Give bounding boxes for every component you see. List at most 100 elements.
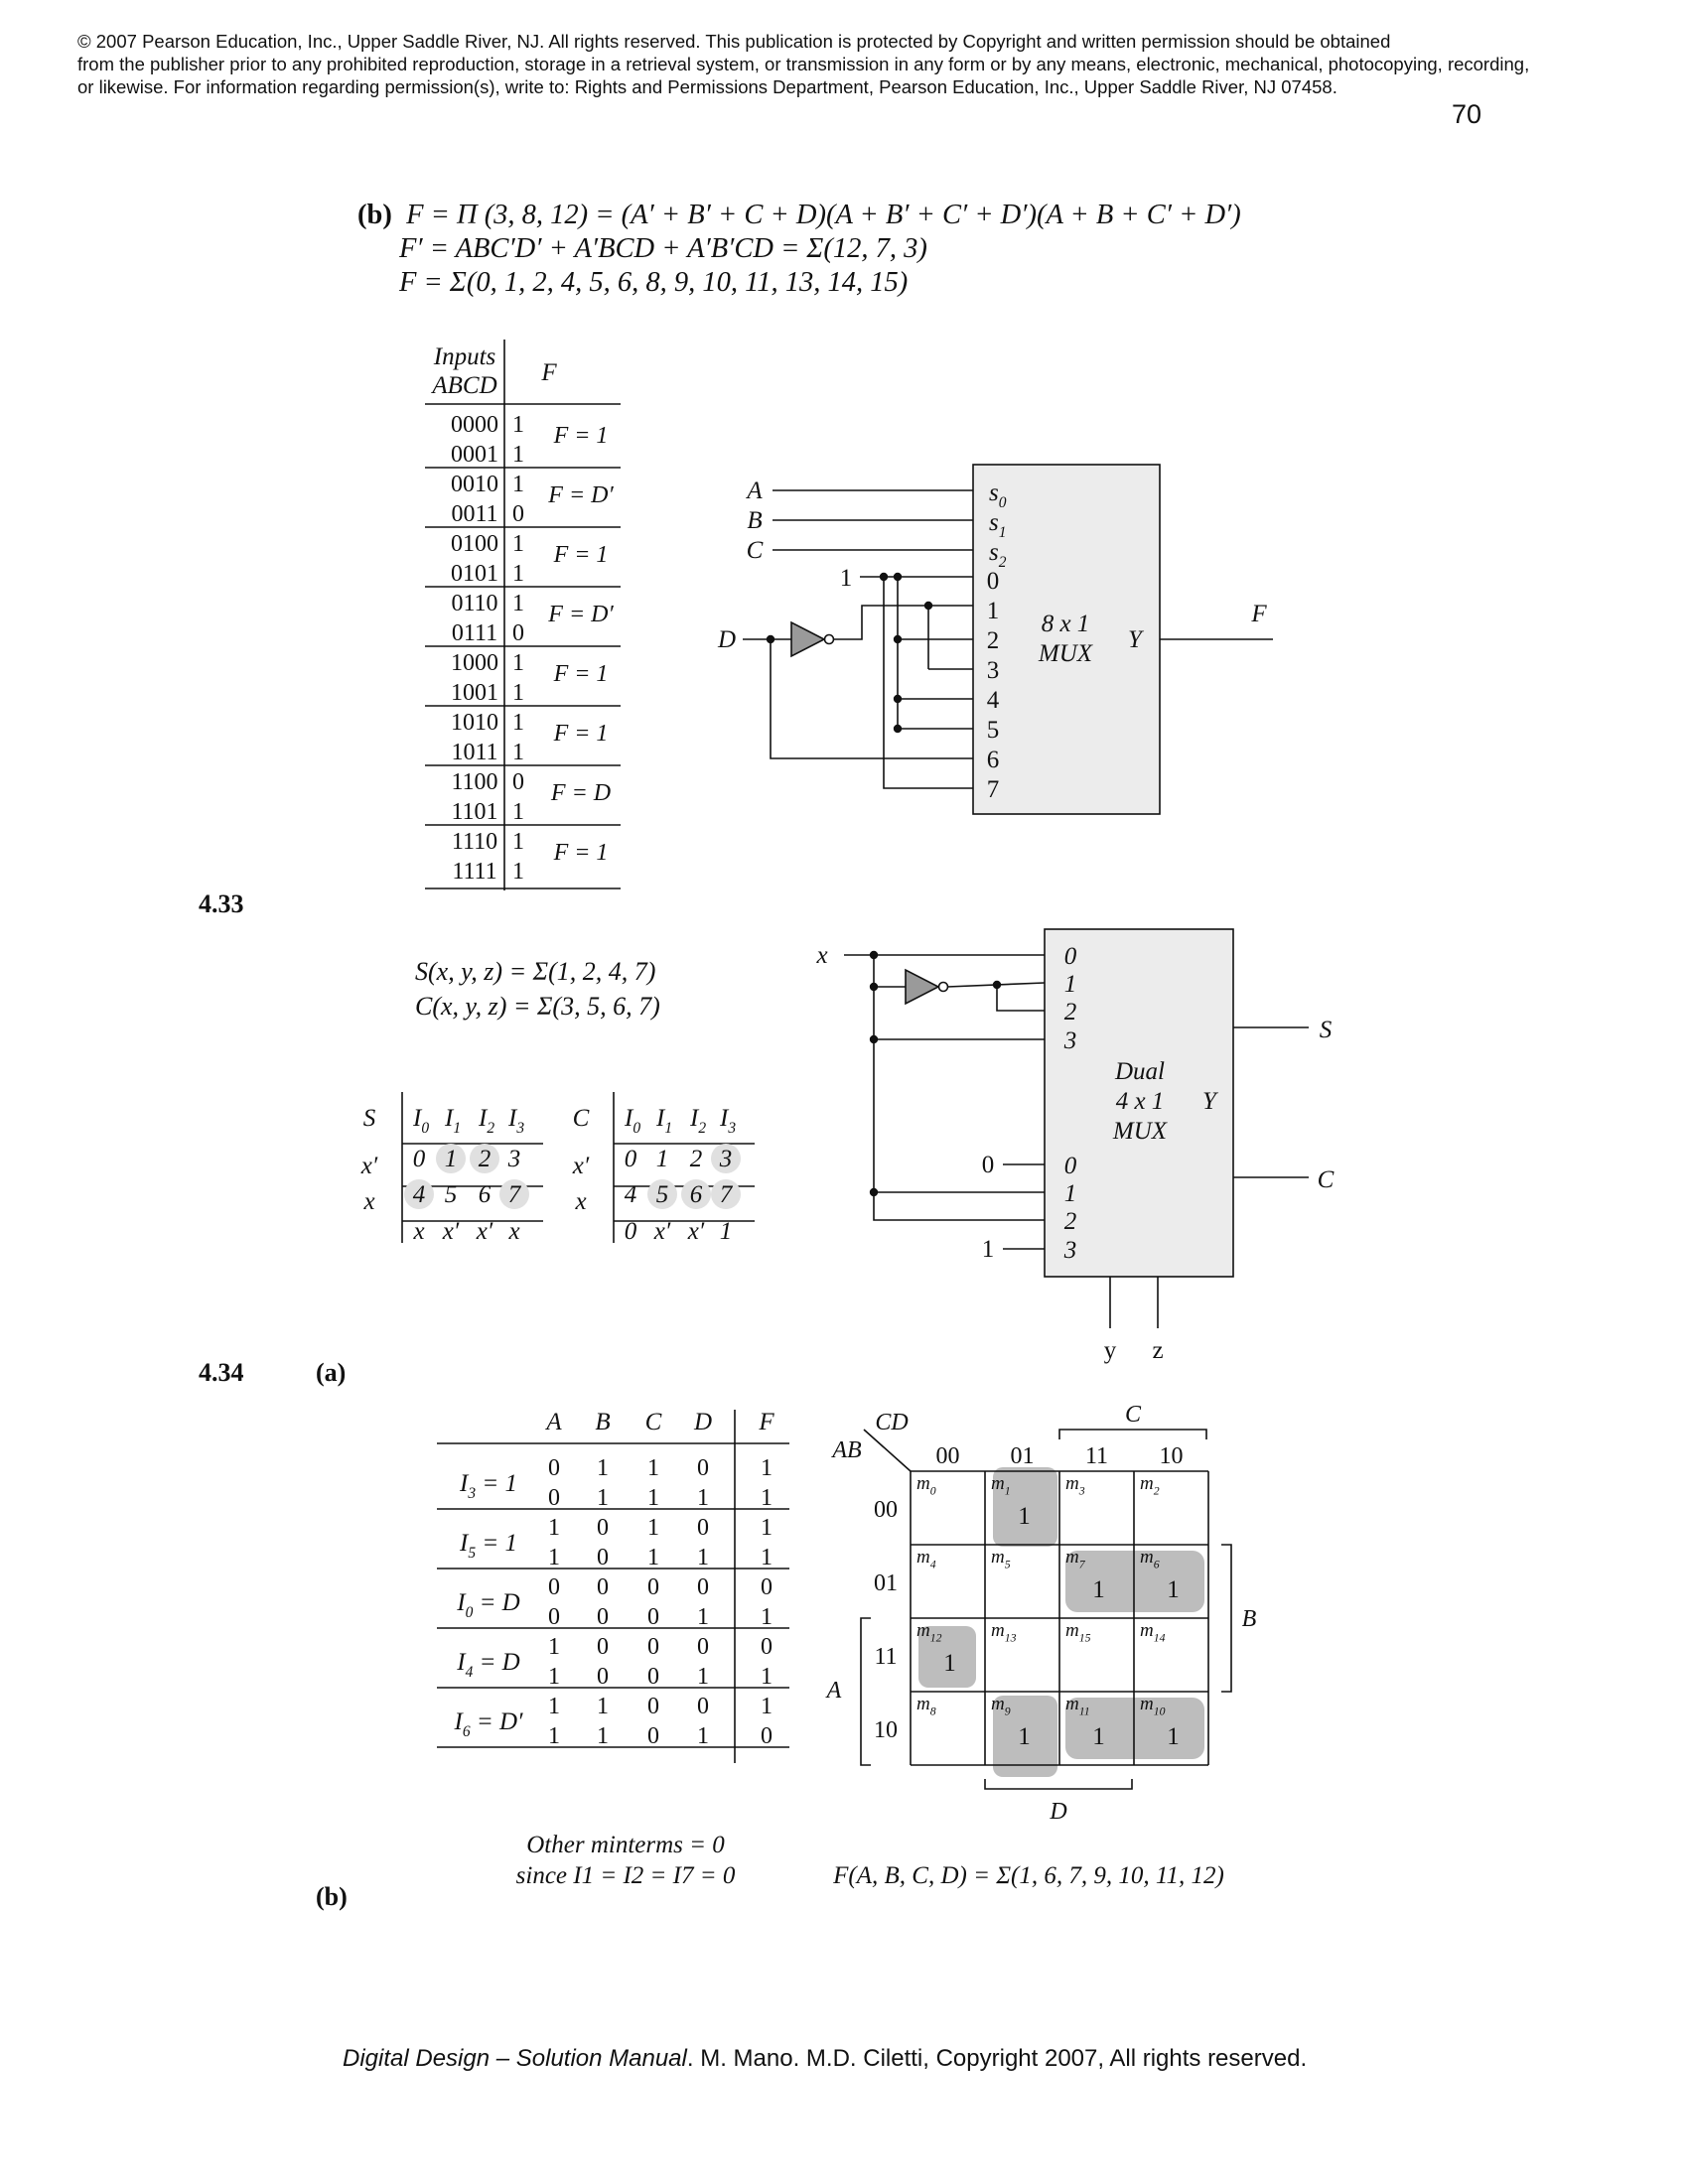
kmap-minterm-index: m1 xyxy=(991,1473,1011,1497)
table-4-34-cell: 1 xyxy=(647,1485,659,1511)
truth-table-f-cell: 1 xyxy=(512,799,524,825)
problem-4-34-part-b-label: (b) xyxy=(316,1882,348,1911)
table-4-34-group-label: I4 = D xyxy=(456,1649,520,1681)
s-table-header: I2 xyxy=(478,1105,494,1137)
table-4-34-cell: 0 xyxy=(697,1455,709,1481)
kmap-row-label: 01 xyxy=(874,1570,898,1596)
eq-s: S(x, y, z) = Σ(1, 2, 4, 7) xyxy=(415,957,655,986)
truth-table-input-cell: 1000 xyxy=(451,650,498,676)
kmap-minterm-index: m9 xyxy=(991,1694,1011,1717)
truth-table-group-label: F = D′ xyxy=(547,482,614,508)
kmap-minterm-index: m13 xyxy=(991,1620,1017,1644)
truth-table-input-cell: 1001 xyxy=(451,680,498,706)
table-4-34-group-label: I5 = 1 xyxy=(459,1530,517,1562)
mux8-dbar-wire xyxy=(833,605,928,640)
table-4-34-cell: 1 xyxy=(697,1604,709,1630)
kmap-minterm-index: m12 xyxy=(916,1620,942,1644)
dual-mux-box xyxy=(1044,928,1234,1278)
kmap-label-ab: AB xyxy=(830,1437,862,1463)
c-table-result: 1 xyxy=(720,1218,733,1245)
mux8-data-label: 5 xyxy=(987,717,1000,744)
c-table-circled-minterm xyxy=(711,1179,741,1209)
kmap-minterm-index: m11 xyxy=(1065,1694,1090,1717)
junction-dot xyxy=(893,694,903,704)
copyright-line-1: © 2007 Pearson Education, Inc., Upper Sa… xyxy=(77,31,1391,52)
table-4-34-cell: 1 xyxy=(697,1723,709,1749)
table-4-34-cell: 0 xyxy=(548,1455,560,1481)
table-4-34-cell: 1 xyxy=(597,1723,609,1749)
part-b-equations: (b) F = Π (3, 8, 12) = (A′ + B′ + C + D)… xyxy=(357,199,1241,300)
kmap-cell-value: 1 xyxy=(1092,1576,1105,1603)
kmap-cell-value: 1 xyxy=(1018,1723,1031,1750)
mux8-data-label: 2 xyxy=(987,627,1000,654)
kmap-row-label: 00 xyxy=(874,1497,898,1523)
c-table-cell: 4 xyxy=(625,1181,637,1208)
truth-table-input-cell: 0001 xyxy=(451,442,498,468)
kmap-label-c: C xyxy=(1125,1402,1142,1428)
mux8-input-c: C xyxy=(747,537,764,564)
table-4-34-cell: 1 xyxy=(548,1664,560,1690)
part-b-label: (b) xyxy=(357,200,392,230)
dual-mux-title-size: 4 x 1 xyxy=(1116,1088,1165,1115)
table-4-34-cell: 1 xyxy=(761,1694,773,1719)
kmap-group-m9 xyxy=(993,1696,1057,1777)
dual-mux-xbar-2 xyxy=(996,985,1045,1012)
table-4-34-group-label: I6 = D′ xyxy=(454,1708,524,1740)
s-table-corner: S xyxy=(363,1105,376,1132)
table-4-34-note-2: since I1 = I2 = I7 = 0 xyxy=(516,1862,736,1889)
truth-table-f-cell: 1 xyxy=(512,591,524,616)
truth-table-input-cell: 1010 xyxy=(451,710,498,736)
mux8-select-label: s2 xyxy=(989,539,1007,571)
table-4-34-group-label: I0 = D xyxy=(456,1589,520,1621)
truth-table-input-cell: 0111 xyxy=(452,620,497,646)
s-table-cell: 6 xyxy=(479,1181,492,1208)
s-table-cell: 1 xyxy=(445,1146,458,1172)
s-table-result: x′ xyxy=(476,1218,493,1245)
mux8-input-a: A xyxy=(745,478,763,504)
kmap-result-equation: F(A, B, C, D) = Σ(1, 6, 7, 9, 10, 11, 12… xyxy=(832,1862,1224,1889)
mux8-input-b: B xyxy=(747,507,762,534)
table-4-34-cell: 1 xyxy=(647,1455,659,1481)
truth-table-input-cell: 1110 xyxy=(452,829,497,855)
c-table-circled-minterm xyxy=(711,1144,741,1173)
dual-mux-x-to-b2 xyxy=(873,1192,1045,1221)
c-table-circled-minterm xyxy=(681,1179,711,1209)
kmap-minterm-index: m10 xyxy=(1140,1694,1166,1717)
table-4-34-header: B xyxy=(595,1409,610,1435)
kmap-cell-value: 1 xyxy=(1018,1503,1031,1530)
copyright-line-2: from the publisher prior to any prohibit… xyxy=(77,54,1530,74)
mux8-data-label: 4 xyxy=(987,687,1000,714)
table-4-34-cell: 0 xyxy=(548,1574,560,1600)
kmap-col-label: 01 xyxy=(1011,1443,1035,1469)
c-table-row-label: x xyxy=(574,1188,586,1215)
table-4-34-cell: 0 xyxy=(647,1694,659,1719)
kmap-group-m11-m10 xyxy=(1065,1698,1204,1759)
s-table-cell: 3 xyxy=(507,1146,521,1172)
problem-4-33-label: 4.33 xyxy=(199,889,244,918)
table-4-34-cell: 0 xyxy=(597,1664,609,1690)
dual-mux-x-input: x xyxy=(815,942,827,969)
mux8-output-f: F xyxy=(1250,601,1267,627)
truth-table-f-cell: 1 xyxy=(512,531,524,557)
kmap-col-label: 00 xyxy=(936,1443,960,1469)
table-4-34-cell: 1 xyxy=(548,1545,560,1570)
s-table-circled-minterm xyxy=(499,1179,529,1209)
equation-1: F = Π (3, 8, 12) = (A′ + B′ + C + D)(A +… xyxy=(406,200,1241,230)
truth-table-header-abcd: ABCD xyxy=(430,372,496,399)
truth-table-f-cell: 1 xyxy=(512,561,524,587)
truth-table-f-cell: 0 xyxy=(512,501,524,527)
mux8-data-label: 1 xyxy=(987,598,1000,624)
truth-table-group-label: F = 1 xyxy=(553,423,609,449)
table-4-34-cell: 0 xyxy=(597,1545,609,1570)
truth-table-group-label: F = 1 xyxy=(553,840,609,866)
page-number: 70 xyxy=(1452,99,1482,129)
table-4-34-cell: 1 xyxy=(761,1455,773,1481)
footer-title: Digital Design – Solution Manual xyxy=(343,2045,687,2072)
junction-dot xyxy=(923,601,933,611)
copyright-notice: © 2007 Pearson Education, Inc., Upper Sa… xyxy=(77,30,1626,98)
mux8-title-mux: MUX xyxy=(1038,640,1094,667)
truth-table-input-cell: 0000 xyxy=(451,412,498,438)
kmap-label-a: A xyxy=(825,1678,842,1704)
mux8-y-label: Y xyxy=(1128,626,1145,653)
mux8-select-label: s0 xyxy=(989,479,1007,511)
